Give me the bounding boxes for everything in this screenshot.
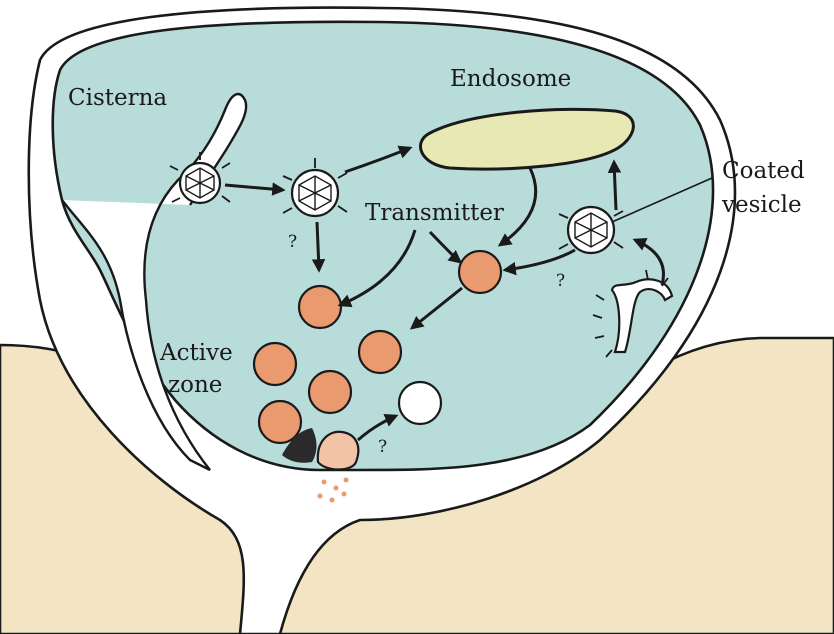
label-cisterna: Cisterna — [68, 85, 167, 111]
vesicle — [297, 284, 343, 330]
coated-vesicle-budding — [169, 152, 231, 205]
active-zone-density — [282, 428, 317, 463]
endosome — [419, 107, 635, 171]
vesicle — [252, 341, 298, 387]
vesicle — [257, 399, 303, 445]
empty-vesicle — [397, 380, 443, 426]
vesicle — [307, 369, 353, 415]
vesicle — [457, 249, 503, 295]
question-mark: ? — [378, 437, 387, 457]
label-coated: Coated — [722, 158, 805, 184]
coated-vesicle-right — [558, 205, 624, 255]
coated-pit-membrane — [592, 269, 674, 358]
label-endosome: Endosome — [450, 66, 571, 92]
fusing-vesicle — [316, 430, 360, 471]
label-vesicle: vesicle — [721, 192, 802, 218]
arrows — [224, 145, 665, 442]
question-mark: ? — [288, 232, 297, 252]
synaptic-vesicles — [252, 249, 503, 445]
coated-vesicle-callout — [611, 177, 713, 223]
vesicle — [357, 329, 403, 375]
label-transmitter: Transmitter — [365, 200, 504, 226]
label-active: Active — [159, 340, 233, 366]
label-zone: zone — [168, 372, 222, 398]
released-transmitter — [317, 477, 349, 503]
coated-vesicle-free — [282, 158, 348, 218]
question-mark: ? — [556, 271, 565, 291]
